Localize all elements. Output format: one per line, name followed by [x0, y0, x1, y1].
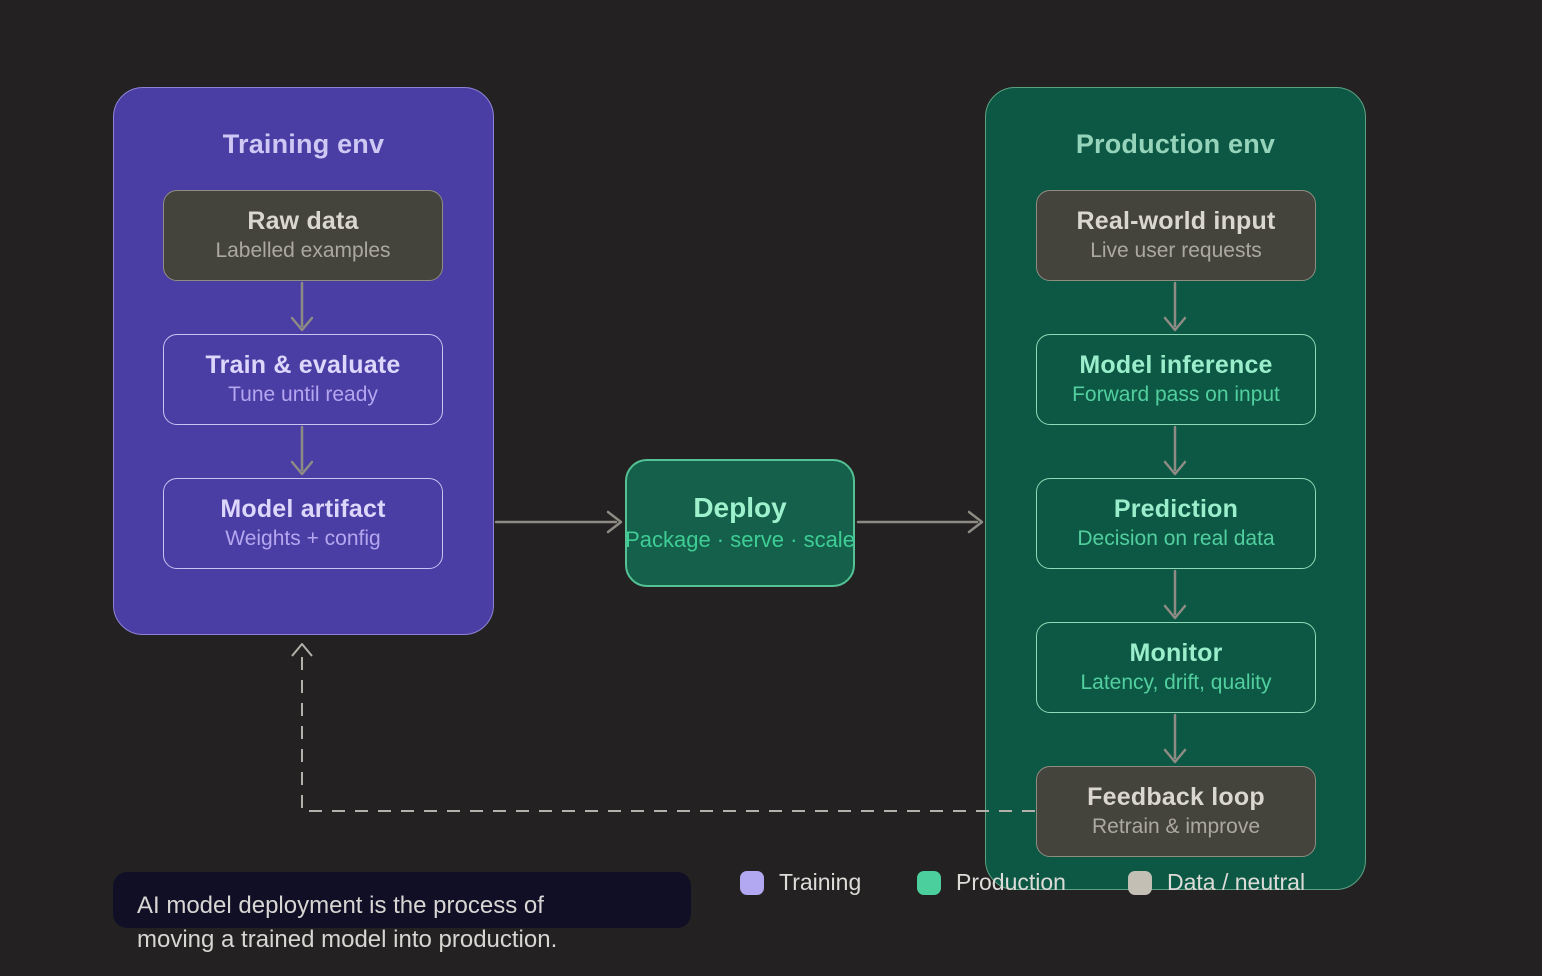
legend-label: Data / neutral: [1167, 869, 1306, 895]
node-title: Train & evaluate: [205, 351, 401, 379]
node-subtitle: Labelled examples: [215, 239, 391, 262]
node-title: Prediction: [1113, 495, 1239, 523]
arrowhead-right-icon: [606, 510, 623, 534]
node-subtitle: Decision on real data: [1077, 527, 1275, 550]
caption-line-1: AI model deployment is the process of: [137, 892, 544, 919]
training-env-title: Training env: [222, 129, 385, 159]
node-train-evaluate: Train & evaluate Tune until ready: [163, 334, 443, 425]
node-monitor: Monitor Latency, drift, quality: [1036, 622, 1316, 713]
node-prediction: Prediction Decision on real data: [1036, 478, 1316, 569]
legend-label: Production: [956, 869, 1066, 895]
dashed-feedback-path: [301, 652, 1035, 812]
node-raw-data: Raw data Labelled examples: [163, 190, 443, 281]
node-subtitle: Latency, drift, quality: [1080, 671, 1272, 694]
node-subtitle: Live user requests: [1090, 239, 1262, 262]
legend-item-training: Training: [740, 869, 861, 896]
node-title: Monitor: [1129, 639, 1223, 667]
node-title: Deploy: [693, 492, 787, 523]
data-neutral-swatch-icon: [1128, 870, 1152, 895]
node-model-artifact: Model artifact Weights + config: [163, 478, 443, 569]
caption-box: [113, 872, 691, 928]
node-subtitle: Weights + config: [225, 527, 381, 550]
node-title: Model inference: [1079, 351, 1273, 379]
legend-label: Training: [779, 869, 862, 895]
node-subtitle: Retrain & improve: [1091, 815, 1261, 838]
caption-line-2: moving a trained model into production.: [137, 926, 558, 953]
arrowhead-up-icon: [291, 643, 313, 657]
node-title: Feedback loop: [1087, 783, 1265, 811]
legend-item-data-neutral: Data / neutral: [1128, 869, 1305, 896]
node-subtitle: Forward pass on input: [1072, 383, 1280, 406]
node-subtitle: Tune until ready: [228, 383, 378, 406]
node-deploy: Deploy Package · serve · scale: [625, 459, 855, 587]
caption-text: AI model deployment is the process of mo…: [137, 889, 557, 957]
production-swatch-icon: [917, 870, 941, 895]
node-title: Model artifact: [220, 495, 386, 523]
node-model-inference: Model inference Forward pass on input: [1036, 334, 1316, 425]
legend-item-production: Production: [917, 869, 1066, 896]
node-title: Real-world input: [1076, 207, 1276, 235]
arrowhead-right-icon: [967, 510, 984, 534]
training-swatch-icon: [740, 870, 764, 895]
training-env-panel: Training env: [113, 87, 494, 635]
node-subtitle: Package · serve · scale: [625, 527, 855, 552]
node-title: Raw data: [247, 207, 359, 235]
node-feedback-loop: Feedback loop Retrain & improve: [1036, 766, 1316, 857]
production-env-title: Production env: [1075, 129, 1276, 159]
node-real-world-input: Real-world input Live user requests: [1036, 190, 1316, 281]
